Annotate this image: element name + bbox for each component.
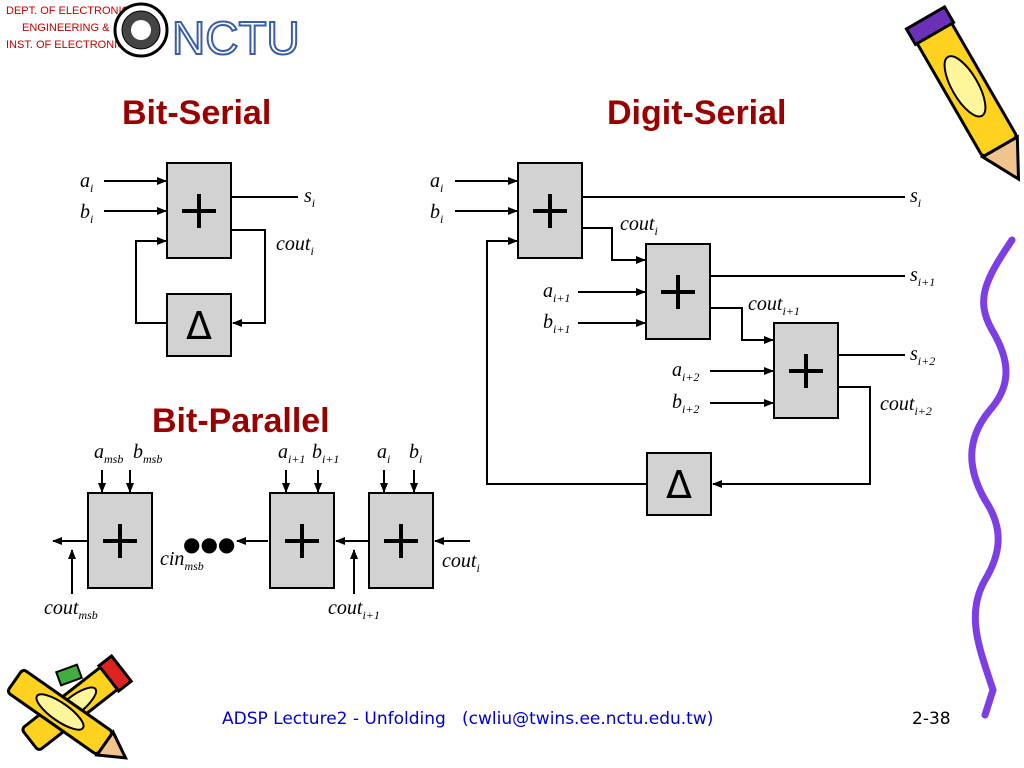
ds-label-s0: si (910, 185, 921, 210)
bp-label-a-msb: amsb (94, 441, 123, 466)
page-number: 2-38 (912, 709, 951, 729)
dept-line-2: ENGINEERING & (22, 22, 110, 34)
bit-parallel-adder-i (368, 492, 434, 589)
ds-label-b2: bi+2 (672, 391, 699, 416)
ellipsis-dots: ●●● (183, 532, 235, 556)
bp-label-b-msb: bmsb (133, 441, 162, 466)
bs-label-b: bi (80, 201, 93, 226)
ds-label-cout2: couti+2 (880, 393, 932, 418)
svg-text:Δ: Δ (666, 463, 692, 507)
title-bit-parallel: Bit-Parallel (152, 402, 330, 440)
bp-label-a-i1: ai+1 (278, 441, 305, 466)
bit-serial-diagram: Δ ai bi si couti (80, 162, 315, 357)
bs-label-a: ai (80, 170, 93, 195)
ds-label-b0: bi (430, 201, 443, 226)
ds-label-s2: si+2 (910, 343, 935, 368)
pencil-top-icon (904, 4, 1021, 182)
pencils-bottom-icon (6, 653, 134, 760)
footer-text: ADSP Lecture2 - Unfolding (cwliu@twins.e… (222, 709, 713, 729)
delta-symbol: Δ (186, 304, 212, 348)
digit-serial-diagram: Δ ai bi si couti ai+1 bi+1 si+1 couti+1 … (430, 162, 935, 516)
title-digit-serial: Digit-Serial (607, 94, 786, 132)
ds-label-a2: ai+2 (672, 359, 699, 384)
dept-line-3: INST. OF ELECTRONICS (6, 39, 133, 51)
bp-label-b-i: bi (409, 441, 422, 466)
ds-label-s1: si+1 (910, 264, 935, 289)
bp-label-cout-msb: coutmsb (44, 597, 98, 622)
seal-icon (113, 2, 169, 58)
title-bit-serial: Bit-Serial (122, 94, 271, 132)
bp-label-a-i: ai (377, 441, 390, 466)
bs-label-s: si (304, 185, 315, 210)
bit-parallel-diagram: ●●● amsb bmsb ai+1 bi+1 ai bi cinmsb cou… (44, 441, 480, 622)
digit-serial-delay (646, 452, 712, 516)
bit-serial-delay (166, 293, 232, 357)
ds-label-cout0: couti (620, 213, 658, 238)
nctu-logo-text: NCTU (172, 12, 300, 64)
bp-label-cout-i: couti (442, 550, 480, 575)
ds-label-a1: ai+1 (543, 280, 570, 305)
dept-line-1: DEPT. OF ELECTRONICS (6, 5, 137, 17)
header-logo: DEPT. OF ELECTRONICS ENGINEERING & INST.… (6, 2, 301, 65)
bs-label-cout: couti (276, 233, 314, 258)
ds-label-b1: bi+1 (543, 311, 570, 336)
squiggle-decoration (968, 236, 1016, 719)
ds-label-cout1: couti+1 (748, 293, 800, 318)
bp-label-cout-i1: couti+1 (328, 597, 380, 622)
bp-label-cin-msb: cinmsb (160, 548, 204, 573)
bp-label-b-i1: bi+1 (312, 441, 339, 466)
ds-label-a0: ai (430, 170, 443, 195)
